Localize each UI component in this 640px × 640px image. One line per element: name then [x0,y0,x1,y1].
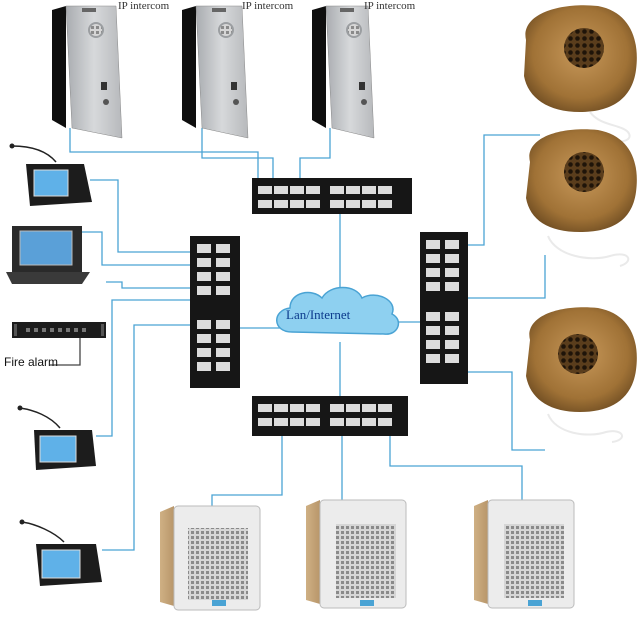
wire-intercom-2 [201,128,274,190]
intercom-grille-icon [90,24,102,36]
ip-intercom-2 [182,5,249,139]
wall-speaker-1 [160,505,261,611]
speaker-logo-icon [528,600,542,606]
wire-intercom-3 [299,128,331,190]
call-button-icon [231,82,237,90]
call-button-icon [101,82,107,90]
fire-alarm-label: Fire alarm [4,355,59,369]
fire-alarm-panel [12,322,106,338]
intercom-label-3: IP intercom [364,0,416,12]
ip-intercom-1 [52,5,123,139]
computer-screen [19,230,73,266]
wire-console-3 [102,324,192,551]
rack-computer [6,226,90,284]
rock-speaker-3 [526,307,637,443]
wire-rock-1 [455,134,540,246]
paging-console-1 [9,143,92,206]
speaker-logo-icon [360,600,374,606]
network-label: Lan/Internet [286,307,351,322]
wire-rock-3 [455,371,545,451]
intercom-label-2: IP intercom [242,0,294,12]
intercom-label-1: IP intercom [118,0,170,12]
switch-left [190,236,240,388]
wires [50,128,546,551]
switch-left-ports [197,244,230,371]
rock-speaker-1 [524,5,637,143]
wire-console-1 [90,179,192,253]
ip-intercom-3 [312,5,375,139]
wall-speaker-2 [306,499,407,609]
call-button-icon [359,82,365,90]
speaker-logo-icon [212,600,226,606]
wire-console-2 [96,299,192,437]
nfc-icon [233,99,239,105]
nfc-icon [361,99,367,105]
switch-right-ports [426,240,459,363]
console-screen [41,549,81,579]
wire-wall-3 [389,432,523,505]
wire-rack-pc [82,231,192,266]
switch-top-ports [258,186,392,208]
wire-intercom-1 [69,128,259,190]
console-screen [33,169,69,197]
intercom-grille-icon [220,24,232,36]
switch-right [420,232,468,384]
paging-console-2 [17,405,96,470]
intercom-grille-icon [348,24,360,36]
switch-top [252,178,412,214]
switch-bottom [252,396,408,436]
console-screen [39,435,77,463]
wire-wall-1 [211,432,283,510]
wire-fire-alarm-panel [106,281,192,289]
wire-rock-2 [455,255,546,299]
paging-console-3 [19,519,102,586]
switch-bottom-ports [258,404,392,426]
lan-internet-cloud [276,286,400,335]
rock-speaker-2 [526,129,637,267]
nfc-icon [103,99,109,105]
wire-fire-alarm-input [50,338,81,366]
wall-speaker-3 [474,499,575,609]
